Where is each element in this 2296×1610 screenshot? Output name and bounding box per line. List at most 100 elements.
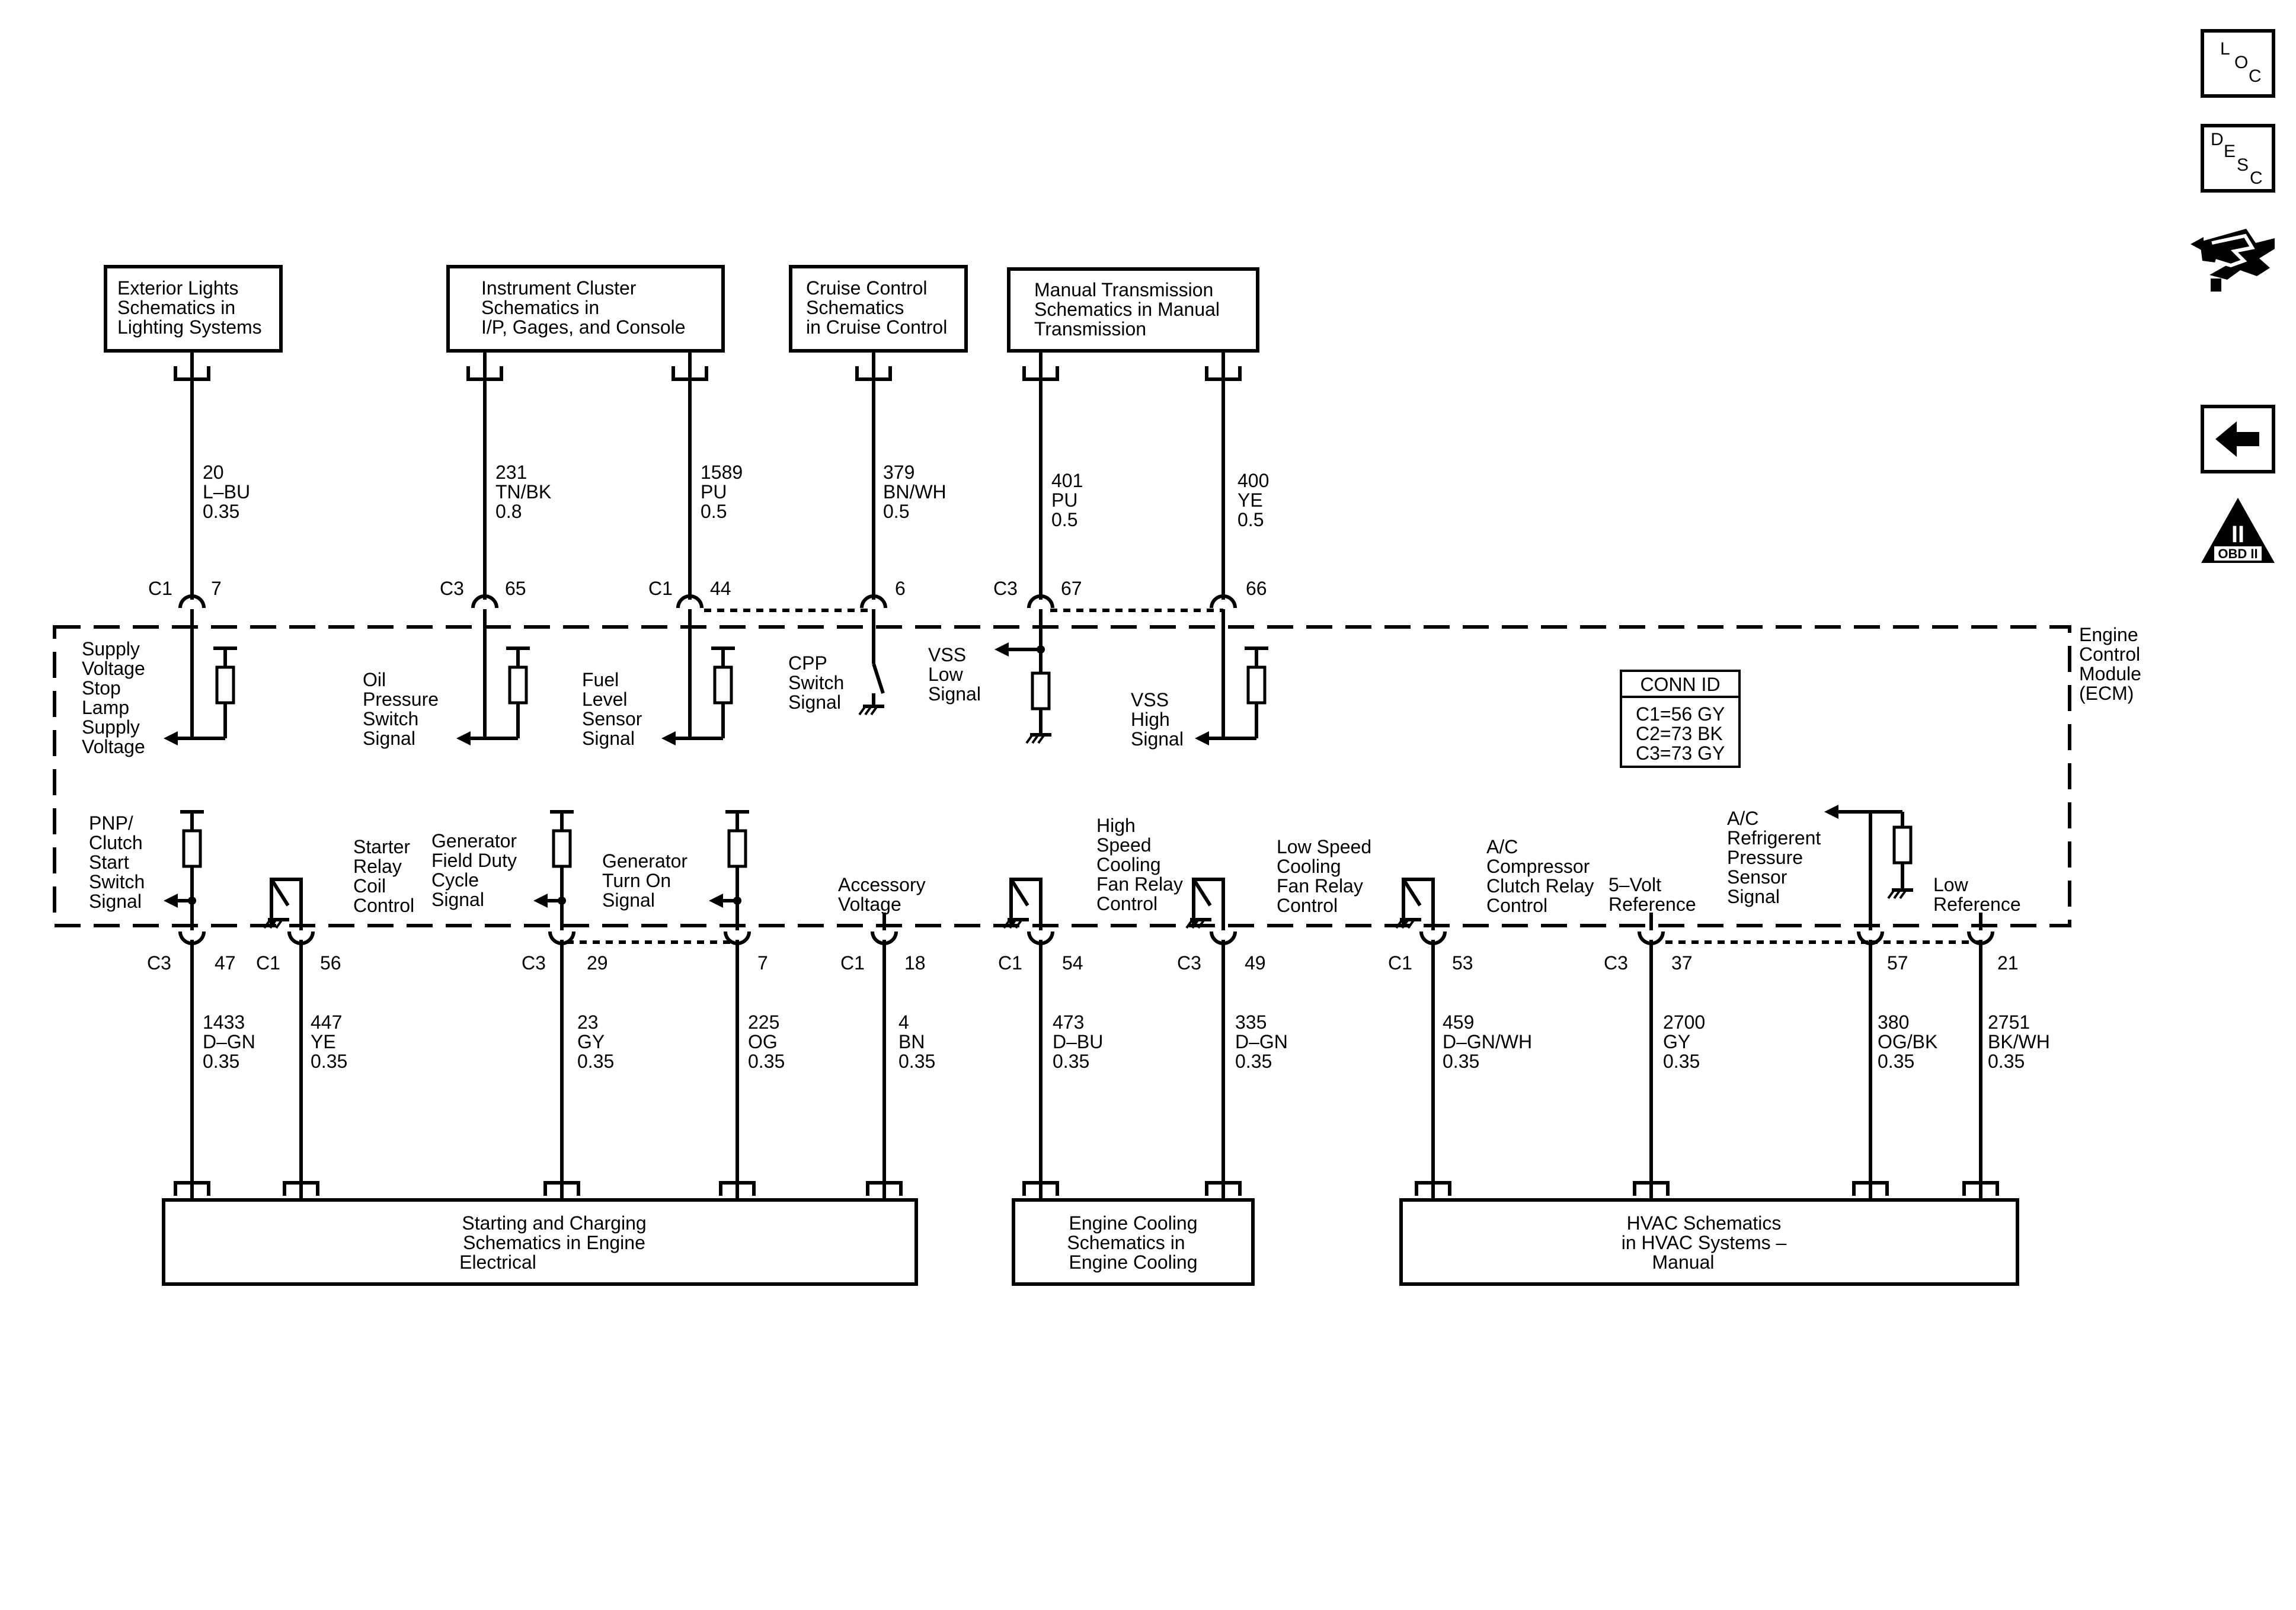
circuit-380[interactable]: A/C Refrigerent Pressure Sensor Signal 5…: [1727, 808, 1937, 1072]
circuit-2700[interactable]: 5–Volt Reference C3 37 2700 GY 0.35: [1604, 874, 1705, 1072]
circuit-20[interactable]: 20 L–BU 0.35 C1 7 Supply Voltage Stop La…: [82, 462, 250, 757]
description-icon[interactable]: D E S C: [2201, 124, 2275, 193]
svg-text:Control: Control: [1486, 895, 1547, 916]
svg-text:400: 400: [1237, 470, 1269, 491]
svg-text:380: 380: [1878, 1012, 1909, 1033]
circuit-400[interactable]: 400 YE 0.5 66 VSS High Signal: [1131, 470, 1269, 750]
location-icon[interactable]: L O C: [2201, 29, 2275, 98]
svg-text:Pressure: Pressure: [1727, 847, 1803, 868]
signal-label: Low Reference: [1933, 874, 2021, 915]
resistor: [727, 829, 747, 868]
svg-text:Starter: Starter: [353, 836, 410, 857]
ground-symbol: [263, 918, 271, 929]
svg-text:D–GN: D–GN: [1235, 1031, 1288, 1052]
svg-text:7: 7: [211, 578, 222, 599]
circuit-231[interactable]: 231 TN/BK 0.8 C3 65 Oil Pressure Switch …: [363, 462, 551, 749]
svg-text:OG/BK: OG/BK: [1878, 1031, 1937, 1052]
svg-text:C3: C3: [522, 952, 546, 974]
splice-dot: [188, 897, 196, 905]
ground-symbol: [1015, 918, 1023, 929]
box-exterior-lights[interactable]: Exterior Lights Schematics in Lighting S…: [104, 265, 283, 353]
svg-text:29: 29: [587, 952, 608, 974]
svg-text:Coil: Coil: [353, 875, 386, 897]
svg-text:C3: C3: [147, 952, 171, 974]
svg-text:II: II: [2231, 521, 2244, 548]
svg-text:0.35: 0.35: [203, 1051, 239, 1072]
ground-symbol: [1025, 734, 1034, 744]
svg-text:C: C: [2249, 66, 2262, 86]
box-engine-cooling[interactable]: Engine Cooling Schematics in Engine Cool…: [1012, 1198, 1255, 1286]
signal-label: PNP/ Clutch Start Switch Signal: [89, 812, 145, 912]
svg-text:53: 53: [1452, 952, 1473, 974]
relay-switch: [1402, 878, 1435, 926]
signal-arrow: [709, 894, 723, 908]
svg-text:Exterior Lights: Exterior Lights: [117, 277, 239, 299]
box-instrument-cluster[interactable]: Instrument Cluster Schematics in I/P, Ga…: [446, 265, 725, 353]
svg-text:C1: C1: [840, 952, 865, 974]
box-starting-charging[interactable]: Starting and Charging Schematics in Engi…: [162, 1198, 918, 1286]
svg-text:C1: C1: [648, 578, 673, 599]
svg-text:Schematics in Engine: Schematics in Engine: [463, 1232, 645, 1253]
obd-ii-icon[interactable]: II OBD II: [2201, 498, 2275, 563]
circuit-379[interactable]: 379 BN/WH 0.5 6 CPP Switch Signal: [788, 462, 946, 713]
svg-text:Voltage: Voltage: [82, 736, 145, 757]
relay-switch: [270, 878, 303, 926]
signal-arrow: [456, 731, 471, 745]
box-hvac[interactable]: HVAC Schematics in HVAC Systems – Manual: [1399, 1198, 2019, 1286]
svg-text:Switch: Switch: [89, 871, 145, 892]
circuit-4[interactable]: Accessory Voltage C1 18 4 BN 0.35: [838, 874, 935, 1072]
circuit-2751[interactable]: Low Reference 21 2751 BK/WH 0.35: [1933, 874, 2050, 1072]
svg-text:67: 67: [1061, 578, 1082, 599]
signal-arrow: [1824, 805, 1838, 819]
ground-symbol: [1395, 918, 1403, 929]
svg-text:Control: Control: [1277, 895, 1338, 916]
ecm-module-outline: [53, 625, 2071, 927]
circuit-1433[interactable]: PNP/ Clutch Start Switch Signal C3 47 14…: [89, 812, 255, 1072]
circuit-23[interactable]: Generator Field Duty Cycle Signal C3 29 …: [431, 830, 614, 1072]
svg-text:57: 57: [1887, 952, 1908, 974]
svg-text:54: 54: [1062, 952, 1083, 974]
resistor: [182, 829, 202, 868]
svg-text:2700: 2700: [1663, 1012, 1705, 1033]
svg-text:20: 20: [203, 462, 224, 483]
svg-text:PU: PU: [701, 481, 727, 502]
signal-arrow: [1195, 731, 1209, 745]
circuit-473[interactable]: High Speed Cooling Fan Relay Control C1 …: [998, 815, 1183, 1072]
svg-text:BN: BN: [898, 1031, 925, 1052]
svg-text:Level: Level: [582, 689, 628, 710]
signal-label: Oil Pressure Switch Signal: [363, 669, 439, 749]
signal-arrow: [164, 731, 178, 745]
svg-text:Signal: Signal: [788, 692, 841, 713]
connector-end-view-icon[interactable]: [2191, 229, 2275, 292]
svg-text:2751: 2751: [1988, 1012, 2030, 1033]
signal-label: VSS High Signal: [1131, 689, 1184, 750]
box-manual-transmission[interactable]: Manual Transmission Schematics in Manual…: [1007, 267, 1259, 353]
svg-text:Reference: Reference: [1609, 894, 1696, 915]
svg-text:Start: Start: [89, 852, 129, 873]
svg-text:A/C: A/C: [1727, 808, 1758, 829]
svg-text:Sensor: Sensor: [1727, 866, 1787, 888]
svg-text:Control: Control: [1096, 893, 1157, 914]
circuit-447[interactable]: Starter Relay Coil Control C1 56 447 YE …: [256, 836, 414, 1072]
svg-text:0.5: 0.5: [701, 501, 727, 522]
svg-text:Signal: Signal: [602, 889, 655, 911]
back-arrow-icon[interactable]: [2201, 405, 2275, 473]
circuit-1589[interactable]: 1589 PU 0.5 C1 44 Fuel Level Sensor Sign…: [582, 462, 743, 749]
svg-text:L: L: [2220, 39, 2230, 59]
signal-label: Accessory Voltage: [838, 874, 926, 915]
circuit-225[interactable]: Generator Turn On Signal 7 225 OG 0.35: [602, 850, 785, 1072]
svg-text:0.35: 0.35: [1443, 1051, 1479, 1072]
svg-text:Voltage: Voltage: [82, 658, 145, 679]
svg-text:44: 44: [710, 578, 731, 599]
ground-symbol: [1887, 889, 1895, 900]
circuit-459[interactable]: A/C Compressor Clutch Relay Control C1 5…: [1388, 836, 1594, 1072]
svg-text:Relay: Relay: [353, 856, 402, 877]
svg-text:Cruise Control: Cruise Control: [806, 277, 928, 299]
box-cruise-control[interactable]: Cruise Control Schematics in Cruise Cont…: [789, 265, 968, 353]
circuit-335[interactable]: Low Speed Cooling Fan Relay Control C3 4…: [1177, 836, 1371, 1072]
signal-arrow: [533, 894, 548, 908]
svg-text:Schematics in: Schematics in: [1067, 1232, 1185, 1253]
bottom-circuits: PNP/ Clutch Start Switch Signal C3 47 14…: [89, 808, 2050, 1072]
svg-text:C1: C1: [1388, 952, 1412, 974]
circuit-401[interactable]: 401 PU 0.5 C3 67 VSS Low Signal: [928, 470, 1083, 705]
